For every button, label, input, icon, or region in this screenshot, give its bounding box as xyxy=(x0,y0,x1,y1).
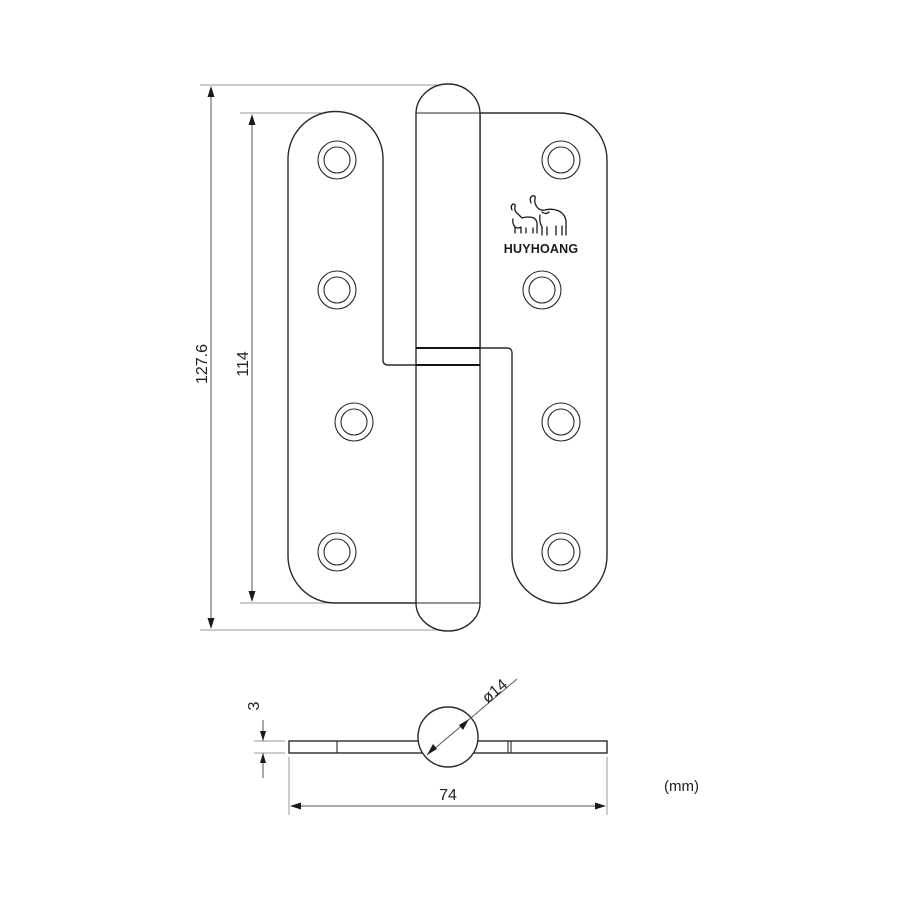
elephants-icon xyxy=(510,195,567,236)
brand-name: HUYHOANG xyxy=(504,242,579,256)
overall-height-label: 127.6 xyxy=(194,344,211,384)
overall-width-label: 74 xyxy=(439,787,457,804)
screw-hole-icon xyxy=(317,270,357,310)
screw-hole-icon xyxy=(541,532,581,572)
screw-hole-icon xyxy=(317,532,357,572)
brand-logo: HUYHOANG xyxy=(504,195,579,256)
right-leaf xyxy=(479,112,608,605)
dimension-overall-height: 127.6 xyxy=(194,86,215,629)
leaf-height-label: 114 xyxy=(235,351,252,377)
knuckle-diameter-label: ø14 xyxy=(479,676,511,707)
right-leaf-holes xyxy=(522,140,581,572)
left-leaf xyxy=(287,110,419,604)
screw-hole-icon xyxy=(541,140,581,180)
left-leaf-holes xyxy=(317,140,374,572)
knuckle-barrel xyxy=(415,83,481,632)
screw-hole-icon xyxy=(541,402,581,442)
front-view: 127.6 114 xyxy=(194,83,608,632)
thickness-label: 3 xyxy=(246,701,263,710)
unit-label: (mm) xyxy=(664,778,699,795)
end-view: ø14 3 74 xyxy=(246,676,608,815)
dimension-leaf-height: 114 xyxy=(235,114,256,602)
dimension-thickness: 3 xyxy=(246,701,285,778)
dimension-overall-width: 74 xyxy=(288,757,608,815)
screw-hole-icon xyxy=(522,270,562,310)
screw-hole-icon xyxy=(334,402,374,442)
screw-hole-icon xyxy=(317,140,357,180)
